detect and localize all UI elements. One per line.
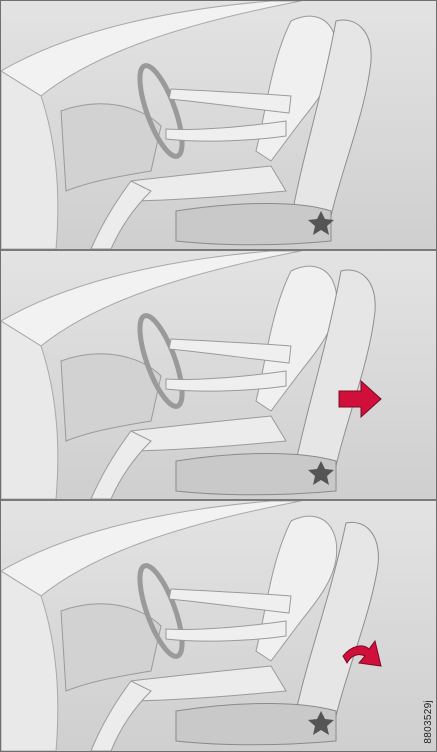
car-interior-illustration [1, 251, 436, 499]
car-interior-illustration [1, 1, 436, 249]
panel-seat-backrest-pushed [1, 251, 436, 499]
panel-seat-normal [1, 1, 436, 249]
figure-code: 8803529j [423, 700, 434, 744]
panel-seat-backrest-tilted [1, 501, 436, 751]
car-interior-illustration [1, 501, 436, 751]
